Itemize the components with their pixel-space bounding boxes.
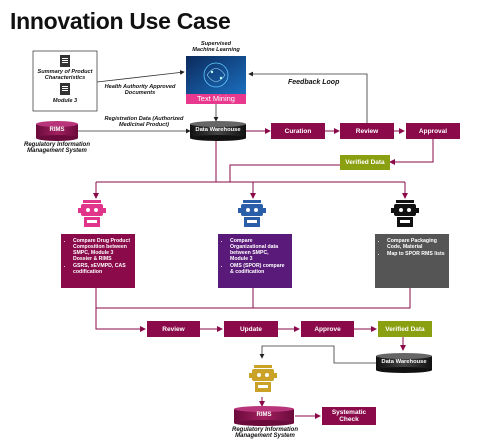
panel-left: Compare Drug Product Composition between… [61,234,135,288]
arrow-dw-to-robot [259,345,376,364]
rims-top-label: RIMS [49,127,65,133]
dw-bottom-cylinder [376,353,432,373]
arrow-approval-to-verified [389,139,434,165]
approval-box: Approval [406,123,460,139]
verified-data-box: Verified Data [340,155,390,170]
text-mining-label: Text Mining [197,94,235,103]
feedback-loop-label: Feedback Loop [288,79,340,86]
curation-box: Curation [271,123,325,139]
dw-top-label: Data Warehouse [195,127,241,133]
bottom-verified-box: Verified Data [378,321,432,337]
robot-gold-icon [249,365,277,392]
document-icon [60,55,70,67]
dw-top-cylinder [190,121,246,141]
bottom-review-box: Review [147,321,200,337]
panel-middle: Compare Organizational data between SMPC… [218,234,292,288]
robot-pink-icon [78,200,106,227]
doc-module3-label: Module 3 [52,98,78,104]
page-title: Innovation Use Case [10,8,231,34]
bottom-approve-box: Approve [301,321,354,337]
merge-right [253,288,411,309]
rims-top-cylinder [36,121,78,141]
merge-lines [95,288,146,332]
robot-blue-icon [238,200,266,227]
panel-right: Compare Packaging Code, Material Map to … [375,234,449,288]
text-mining-image [186,56,246,104]
review-box: Review [340,123,394,139]
branch-from-verified [229,164,340,182]
dw-bottom-label: Data Warehouse [381,359,427,365]
bottom-update-box: Update [224,321,278,337]
robot-black-icon [391,200,419,227]
rims-bottom-label: RIMS [256,412,272,418]
merge-middle [96,288,254,309]
arrow-docs-to-textmining [96,70,185,83]
document-icon [60,83,70,95]
rims-bottom-cylinder [234,406,294,426]
feedback-loop [248,71,368,123]
